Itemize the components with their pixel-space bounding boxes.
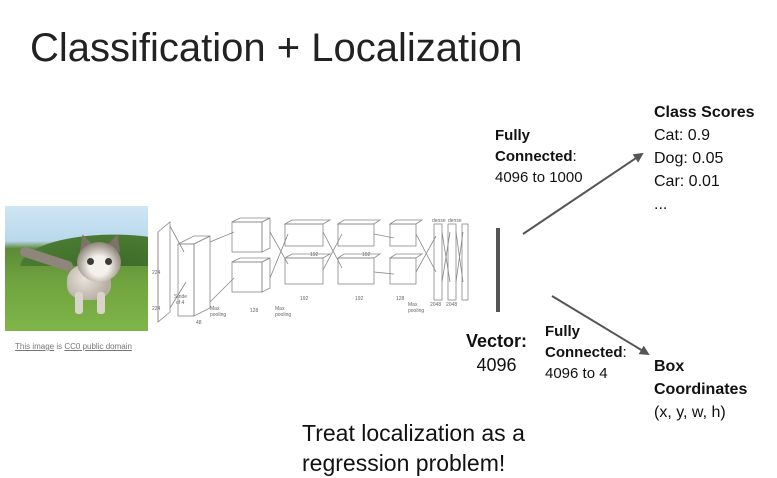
class-scores-heading: Class Scores (654, 104, 755, 121)
cnn-label-224b: 224 (152, 306, 161, 312)
credit-text: is (54, 342, 65, 351)
cnn-label-of4: of 4 (176, 300, 185, 306)
class-score-item: Cat: 0.9 (654, 127, 711, 144)
class-score-item: ... (654, 196, 668, 213)
regression-note: Treat localization as a regression probl… (302, 420, 525, 476)
fully-connected-bottom-label: Fully Connected: 4096 to 4 (545, 323, 627, 382)
class-scores: Class Scores Cat: 0.9 Dog: 0.05 Car: 0.0… (654, 101, 755, 216)
slide-title: Classification + Localization (30, 26, 523, 70)
cnn-label-maxpool1: Max (210, 306, 220, 312)
class-score-item: Car: 0.01 (654, 173, 720, 190)
cnn-label-2048b: 2048 (446, 302, 457, 308)
vector-label: Vector: 4096 (466, 331, 528, 375)
cnn-label-128b: 128 (396, 296, 405, 302)
cnn-label-192b: 192 (355, 296, 364, 302)
arrow-to-box-coordinates (551, 295, 650, 356)
cnn-label-224: 224 (152, 270, 161, 276)
cnn-label-pooling3: pooling (408, 308, 424, 314)
cnn-label-pooling2: pooling (275, 312, 291, 318)
box-coordinates: Box Coordinates (x, y, w, h) (654, 358, 748, 421)
cnn-label-stride: Stride (174, 294, 187, 300)
cnn-label-192c: 192 (310, 252, 319, 258)
cat-photo (5, 206, 148, 331)
cnn-label-maxpool2: Max (275, 306, 285, 312)
fully-connected-top-label: Fully Connected: 4096 to 1000 (495, 127, 583, 186)
class-score-item: Dog: 0.05 (654, 150, 724, 167)
image-credit: This image is CC0 public domain (15, 342, 132, 351)
cnn-label-2048a: 2048 (430, 302, 441, 308)
credit-link-license[interactable]: CC0 public domain (64, 342, 132, 351)
credit-link-image[interactable]: This image (15, 342, 55, 351)
cnn-label-128: 128 (250, 308, 259, 314)
cnn-label-dense1: dense (432, 218, 446, 224)
cnn-label-48: 48 (196, 320, 202, 326)
cnn-label-maxpool3: Max (408, 302, 418, 308)
cnn-label-192a: 192 (300, 296, 309, 302)
cnn-label-dense2: dense (448, 218, 462, 224)
cnn-architecture-diagram: 224 224 Stride of 4 48 Max pooling 128 M… (152, 217, 469, 326)
cnn-label-pooling1: pooling (210, 312, 226, 318)
arrow-to-class-scores (522, 152, 644, 235)
cnn-label-192d: 192 (362, 252, 371, 258)
